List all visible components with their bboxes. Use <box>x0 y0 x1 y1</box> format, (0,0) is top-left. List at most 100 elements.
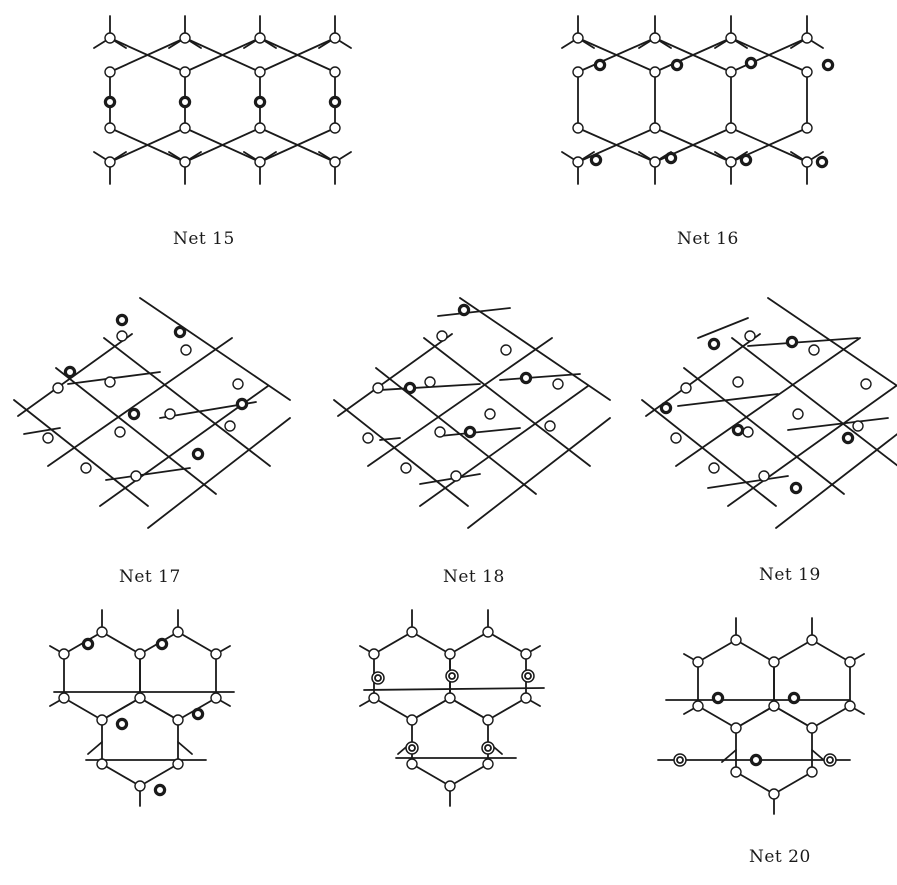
node-ring <box>444 692 456 704</box>
bold-node-ring <box>593 58 607 72</box>
bond-line <box>423 337 591 467</box>
node-ring <box>254 122 266 134</box>
plain-node <box>692 656 704 668</box>
node-ring <box>104 376 116 388</box>
bold-node <box>173 325 187 339</box>
hex-edge <box>139 763 179 787</box>
bold-node-ring <box>841 431 855 445</box>
net-17-label: Net 17 <box>119 567 181 587</box>
node-ring <box>806 722 818 734</box>
node-ring <box>368 648 380 660</box>
plain-node <box>172 714 184 726</box>
node-ring <box>104 122 116 134</box>
bond-line <box>55 367 217 495</box>
node-ring <box>104 156 116 168</box>
node-ring <box>114 426 126 438</box>
plain-node <box>104 32 116 44</box>
double-ring-node <box>673 753 687 767</box>
node-ring <box>484 408 496 420</box>
node-ring <box>329 156 341 168</box>
bold-node <box>191 707 205 721</box>
hex-edge <box>487 697 527 721</box>
plain-node <box>806 766 818 778</box>
plain-node <box>104 376 116 388</box>
bold-node-ring <box>519 371 533 385</box>
bold-node <box>103 95 117 109</box>
net-19-diagram <box>641 297 897 529</box>
node-ring <box>254 66 266 78</box>
plain-node <box>520 692 532 704</box>
plain-node <box>444 692 456 704</box>
plain-node <box>520 648 532 660</box>
plain-node <box>254 122 266 134</box>
bold-node <box>841 431 855 445</box>
plain-node <box>400 462 412 474</box>
bold-node-ring <box>191 447 205 461</box>
plain-node <box>572 66 584 78</box>
net-20a-diagram <box>49 609 235 807</box>
hex-edge <box>101 697 141 721</box>
node-ring <box>329 122 341 134</box>
bold-node <box>115 717 129 731</box>
plain-node <box>768 788 780 800</box>
bold-node <box>63 365 77 379</box>
plain-node <box>730 634 742 646</box>
plain-node <box>649 122 661 134</box>
node-ring <box>179 32 191 44</box>
inner-ring <box>408 744 416 752</box>
bold-node <box>789 481 803 495</box>
node-ring <box>792 408 804 420</box>
node-ring <box>744 330 756 342</box>
node-ring <box>680 382 692 394</box>
plain-node <box>725 32 737 44</box>
plain-node <box>329 122 341 134</box>
node-ring <box>730 722 742 734</box>
hex-edge <box>773 771 813 795</box>
node-ring <box>180 344 192 356</box>
plain-node <box>792 408 804 420</box>
bold-node-ring <box>744 56 758 70</box>
node-ring <box>329 66 341 78</box>
double-ring-node <box>481 741 495 755</box>
plain-node <box>254 66 266 78</box>
bond-line <box>577 37 656 73</box>
node-ring <box>329 32 341 44</box>
node-ring <box>130 470 142 482</box>
cross-bar <box>499 373 581 381</box>
plain-node <box>434 426 446 438</box>
bond-line <box>184 127 261 163</box>
double-ring-node <box>445 669 459 683</box>
node-ring <box>179 156 191 168</box>
node-ring <box>134 648 146 660</box>
bold-node <box>155 637 169 651</box>
plain-node <box>670 432 682 444</box>
bold-node <box>707 337 721 351</box>
plain-node <box>329 66 341 78</box>
hex-edge <box>449 697 489 721</box>
bond-line <box>13 399 149 507</box>
bond-line <box>654 37 732 73</box>
bond-line <box>367 337 553 467</box>
bond-line <box>675 337 861 467</box>
node-ring <box>572 32 584 44</box>
bold-node <box>739 153 753 167</box>
node-ring <box>758 470 770 482</box>
bold-node-ring <box>127 407 141 421</box>
plain-node <box>232 378 244 390</box>
plain-node <box>436 330 448 342</box>
plain-node <box>482 626 494 638</box>
plain-node <box>254 156 266 168</box>
hex-edge <box>811 639 851 663</box>
plain-node <box>130 470 142 482</box>
plain-node <box>744 330 756 342</box>
hex-edge <box>177 631 217 655</box>
plain-node <box>801 122 813 134</box>
node-ring <box>801 66 813 78</box>
cross-bar <box>23 427 61 435</box>
cross-line <box>363 687 545 691</box>
hex-edge <box>487 631 527 655</box>
bold-node-ring <box>749 753 763 767</box>
plain-node <box>224 420 236 432</box>
bold-node-ring <box>457 303 471 317</box>
bond-line <box>47 337 233 467</box>
